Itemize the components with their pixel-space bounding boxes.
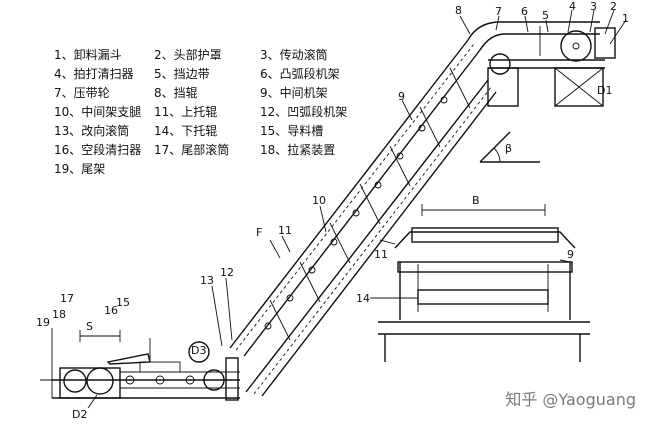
label-5: 5 — [542, 9, 549, 22]
legend-item: 16、空段清扫器 — [54, 143, 142, 157]
tail-frame — [59, 367, 121, 399]
label-4: 4 — [569, 0, 576, 13]
chute-guide — [106, 353, 151, 365]
head-hood — [594, 27, 616, 59]
legend-item: 19、尾架 — [54, 162, 106, 176]
label-10: 10 — [312, 194, 326, 207]
concave-frame — [225, 357, 239, 401]
label-17: 17 — [60, 292, 74, 305]
legend-item: 8、挡辊 — [154, 86, 198, 100]
legend-item: 7、压带轮 — [54, 86, 110, 100]
label-13: 13 — [200, 274, 214, 287]
label-d3: D3 — [191, 344, 206, 357]
idlers — [264, 96, 448, 330]
bend-pulley-d3 — [188, 341, 210, 363]
label-11b: 11 — [374, 248, 388, 261]
head-support-right — [554, 67, 604, 107]
head-section — [467, 21, 616, 107]
legend-item: 11、上托辊 — [154, 105, 218, 119]
legend-item: 13、改向滚筒 — [54, 124, 130, 138]
legend-item: 18、拉紧装置 — [260, 143, 336, 157]
label-s: S — [86, 320, 93, 333]
label-12: 12 — [220, 266, 234, 279]
legend-item: 9、中间机架 — [260, 86, 328, 100]
leader-lines — [211, 9, 627, 347]
label-beta: β — [505, 142, 512, 155]
label-15: 15 — [116, 296, 130, 309]
tail-section — [40, 328, 240, 409]
legend-item: 17、尾部滚筒 — [154, 143, 230, 157]
label-8: 8 — [455, 4, 462, 17]
label-d2: D2 — [72, 408, 87, 421]
legend-item: 14、下托辊 — [154, 124, 218, 138]
label-11: 11 — [278, 224, 292, 237]
take-up-pulley — [86, 367, 114, 395]
legend-item: 2、头部护罩 — [154, 48, 222, 62]
label-d1: D1 — [597, 84, 612, 97]
legend-item: 4、拍打清扫器 — [54, 67, 134, 81]
legend-item: 15、导料槽 — [260, 124, 324, 138]
label-6: 6 — [521, 5, 528, 18]
label-18: 18 — [52, 308, 66, 321]
drive-pulley — [560, 30, 592, 62]
label-14: 14 — [356, 292, 370, 305]
label-16: 16 — [104, 304, 118, 317]
legend-item: 1、卸料漏斗 — [54, 48, 122, 62]
legend-item: 5、挡边带 — [154, 67, 210, 81]
inclined-section — [229, 39, 497, 397]
label-b: B — [472, 194, 480, 207]
head-support-left — [487, 67, 519, 107]
truss-legs — [269, 67, 471, 341]
angle-indicator — [479, 131, 540, 163]
label-3: 3 — [590, 0, 597, 13]
belt-trough — [411, 227, 559, 243]
label-2: 2 — [610, 0, 617, 13]
watermark: 知乎 @Yaoguang — [505, 390, 636, 409]
cross-section-view — [370, 204, 590, 362]
snub-pulley — [489, 53, 511, 75]
legend-item: 3、传动滚筒 — [260, 48, 328, 62]
label-7: 7 — [495, 5, 502, 18]
legend-item: 10、中间架支腿 — [54, 105, 142, 119]
label-9b: 9 — [567, 248, 574, 261]
bend-pulley-lower — [203, 369, 225, 391]
return-idler — [417, 289, 549, 305]
diagram-labels: 8 7 6 5 4 3 2 1 D1 9 β B 9 11 14 10 11 F… — [36, 0, 629, 421]
label-9: 9 — [398, 90, 405, 103]
legend-item: 12、凹弧段机架 — [260, 105, 348, 119]
label-19: 19 — [36, 316, 50, 329]
tail-pulley — [63, 369, 87, 393]
legend-item: 6、凸弧段机架 — [260, 67, 340, 81]
label-1: 1 — [622, 12, 629, 25]
label-f: F — [256, 226, 262, 239]
